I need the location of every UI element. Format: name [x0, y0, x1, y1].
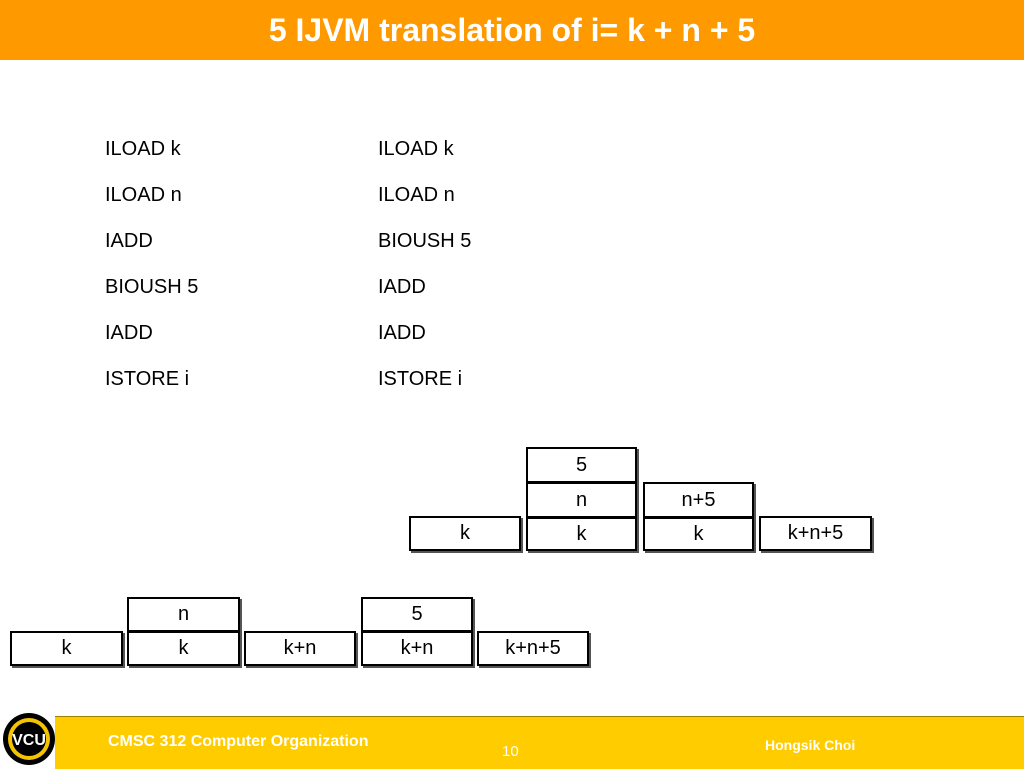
stack-cell: k [526, 517, 637, 551]
code-line: BIOUSH 5 [105, 276, 199, 298]
code-line: ISTORE i [378, 368, 463, 390]
code-line: BIOUSH 5 [378, 230, 472, 252]
stack-cell: n [127, 597, 240, 632]
stack-cell: k [409, 516, 521, 551]
stack-cell: n+5 [643, 482, 754, 518]
code-line: IADD [378, 322, 426, 344]
stack-cell: n [526, 482, 637, 518]
code-line: IADD [378, 276, 426, 298]
course-name: CMSC 312 Computer Organization [108, 733, 369, 750]
slide-title: 5 IJVM translation of i= k + n + 5 [268, 11, 756, 48]
stack-cell: k+n [361, 631, 473, 666]
logo-text: VCU [12, 732, 46, 749]
stack-cell: k [10, 631, 123, 666]
code-line: ILOAD k [105, 138, 181, 160]
code-line: ILOAD n [378, 184, 455, 206]
stack-cell: 5 [526, 447, 637, 483]
code-line: IADD [105, 322, 153, 344]
stack-cell: k [127, 631, 240, 666]
code-column-left: ILOAD k ILOAD n IADD BIOUSH 5 IADD ISTOR… [105, 126, 198, 402]
code-line: ILOAD k [378, 138, 454, 160]
page-number: 10 [502, 743, 519, 760]
stack-cell: 5 [361, 597, 473, 632]
stack-cell: k [643, 517, 754, 551]
code-line: ILOAD n [105, 184, 182, 206]
footer-bar: CMSC 312 Computer Organization 10 Hongsi… [55, 716, 1024, 769]
author-name: Hongsik Choi [765, 737, 856, 753]
code-line: IADD [105, 230, 153, 252]
title-bar: 5 IJVM translation of i= k + n + 5 [0, 0, 1024, 60]
stack-cell: k+n+5 [477, 631, 589, 666]
stack-cell: k+n [244, 631, 356, 666]
vcu-logo-icon: VCU [3, 713, 55, 765]
stack-cell: k+n+5 [759, 516, 872, 551]
code-column-right: ILOAD k ILOAD n BIOUSH 5 IADD IADD ISTOR… [378, 126, 471, 402]
code-line: ISTORE i [105, 368, 190, 390]
